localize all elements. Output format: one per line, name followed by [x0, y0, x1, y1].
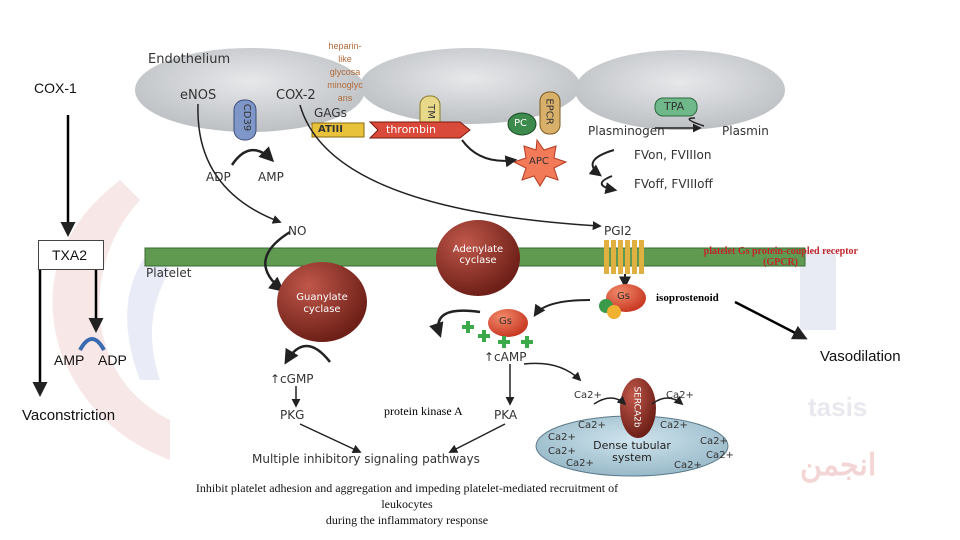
amp-figure-label: AMP: [258, 170, 284, 184]
ca-label: Ca2+: [706, 450, 734, 461]
tpa-receptor: [654, 97, 698, 117]
ca-label: Ca2+: [548, 446, 576, 457]
gpcr-annotation: platelet Gs protein-coupled receptor (GP…: [703, 246, 858, 268]
serca2b-pump: [620, 378, 656, 438]
plasminogen-label: Plasminogen: [588, 124, 665, 138]
endothelial-cell-3: [575, 50, 785, 130]
guanylate-cyclase-label: Guanylate cyclase: [296, 292, 348, 315]
adp-figure-label: ADP: [206, 170, 231, 184]
pc-circle: [507, 112, 537, 136]
epcr-receptor: [539, 91, 561, 135]
amp-label: AMP: [54, 352, 85, 368]
ca-label: Ca2+: [700, 436, 728, 447]
ca-label: Ca2+: [548, 432, 576, 443]
heparin-label: heparin- like glycosa minoglyc ans: [327, 41, 363, 103]
gs-label-2: Gs: [499, 316, 512, 327]
gs-protein-2: [488, 309, 528, 337]
no-label: NO: [288, 224, 307, 238]
adp-label: ADP: [98, 352, 127, 368]
watermark-text-arabic: انجمن: [800, 449, 877, 482]
txa2-label: TXA2: [52, 247, 88, 263]
cgmp-label: ↑cGMP: [270, 372, 314, 386]
tm-label: TM: [424, 104, 436, 119]
thrombin-label: thrombin: [386, 123, 437, 136]
gs-label-1: Gs: [617, 291, 630, 302]
apc-star: [512, 138, 568, 187]
cd39-receptor: [233, 99, 257, 141]
txa2-box: TXA2: [38, 240, 104, 270]
vasodilation-label: Vasodilation: [820, 348, 901, 365]
pka-annotation: protein kinase A: [384, 404, 463, 418]
ca-label: Ca2+: [566, 458, 594, 469]
enos-label: eNOS: [180, 88, 217, 103]
apc-label: APC: [529, 156, 549, 167]
pka-label: PKA: [494, 408, 518, 422]
ca-label: Ca2+: [660, 420, 688, 431]
atiii-label: ATIII: [318, 124, 343, 135]
plasmin-label: Plasmin: [722, 124, 769, 138]
endothelium-label: Endothelium: [148, 52, 231, 67]
cox2-label: COX-2: [276, 88, 316, 103]
adenylate-cyclase-label: Adenylate cyclase: [452, 244, 504, 266]
bottom-caption: Inhibit platelet adhesion and aggregatio…: [195, 481, 619, 527]
endothelial-cell-1: [135, 48, 365, 132]
watermark-text: tasis: [808, 392, 868, 422]
guanylate-cyclase: [277, 262, 367, 342]
ca-label: Ca2+: [578, 420, 606, 431]
gags-label: GAGs: [314, 106, 347, 120]
gs-protein-1: [606, 284, 646, 312]
isoprostenoid-label: isoprostenoid: [656, 292, 719, 304]
fv-off-label: FVoff, FVIIIoff: [634, 177, 713, 191]
platelet-label: Platelet: [146, 266, 192, 280]
fv-on-label: FVon, FVIIIon: [634, 148, 712, 162]
pgi2-label: PGI2: [604, 224, 632, 238]
gpcr-receptor: [604, 240, 644, 274]
dense-tubular-label: Dense tubular system: [593, 439, 671, 464]
ca-label: Ca2+: [666, 390, 694, 401]
adenylate-cyclase: [436, 220, 520, 296]
camp-label: ↑cAMP: [484, 350, 527, 364]
thrombin-arrow: [368, 121, 471, 139]
epcr-label: EPCR: [543, 98, 555, 125]
vasoconstriction-label: Vaconstriction: [22, 407, 116, 424]
multiple-pathways-label: Multiple inhibitory signaling pathways: [252, 452, 480, 466]
pc-label: PC: [514, 118, 528, 129]
ca-label: Ca2+: [674, 460, 702, 471]
endothelial-cell-2: [360, 48, 580, 124]
pkg-label: PKG: [280, 408, 305, 422]
cox1-label: COX-1: [34, 80, 77, 96]
ca-label: Ca2+: [574, 390, 602, 401]
serca2b-label: SERCA2b: [631, 386, 642, 428]
tpa-label: TPA: [664, 100, 685, 113]
cd39-label: CD39: [241, 103, 253, 132]
